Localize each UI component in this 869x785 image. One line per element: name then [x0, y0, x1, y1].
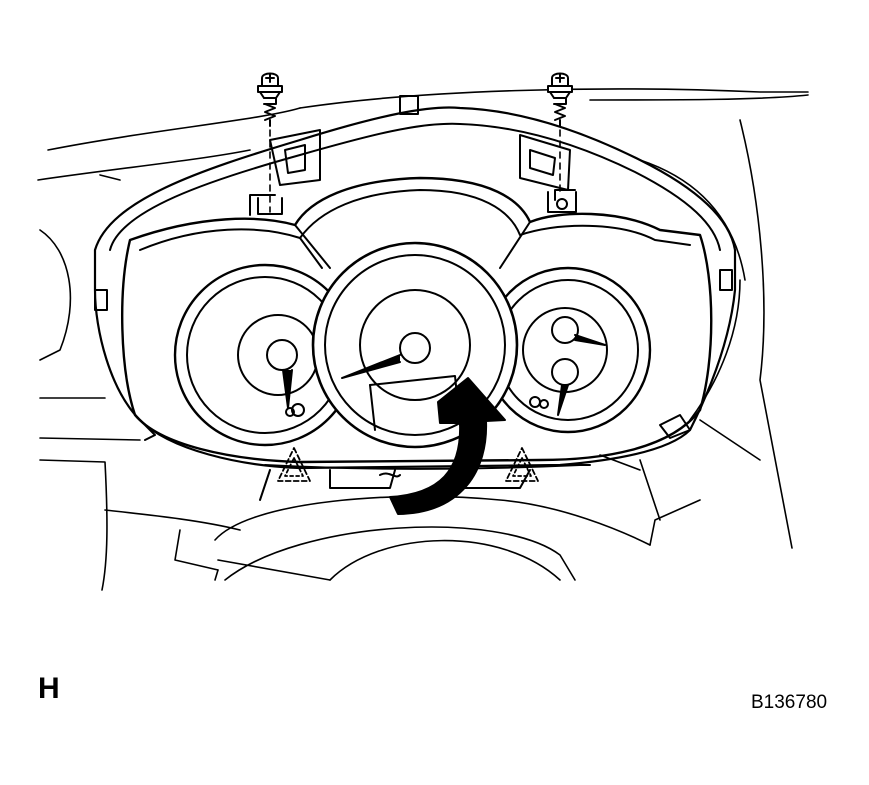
dashboard-outline: [37, 88, 809, 591]
screw-right: [547, 72, 577, 213]
meter-surround: [121, 176, 713, 464]
clip-location-triangle-icon: [277, 447, 311, 482]
figure-code: B136780: [751, 692, 828, 713]
bolt-icon: [257, 72, 283, 127]
screw-left: [257, 72, 283, 215]
bolt-icon: [547, 72, 573, 127]
view-letter: H: [38, 672, 60, 705]
clip-location-triangle-icon: [505, 447, 539, 482]
rotation-arrow-icon: [389, 377, 506, 515]
left-gauge: [173, 263, 357, 447]
